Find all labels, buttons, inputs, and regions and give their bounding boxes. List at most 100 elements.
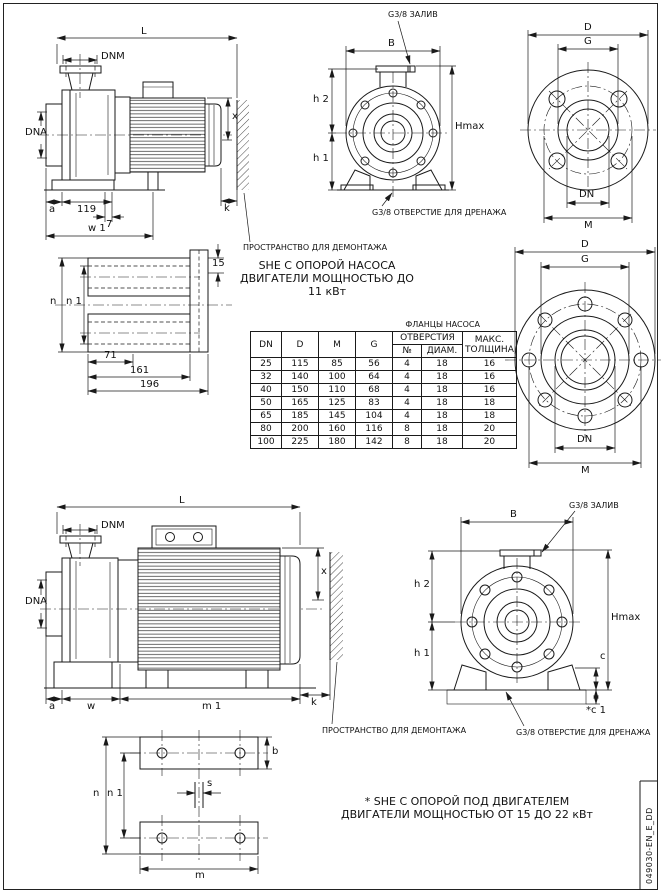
note-pump-support-line1: SHE С ОПОРОЙ НАСОСА (258, 259, 396, 272)
dim-label-m1: m 1 (202, 701, 222, 712)
fill-plug-label-top: G3/8 ЗАЛИВ (388, 10, 438, 19)
table-cell: 100 (318, 370, 356, 384)
lantern (117, 559, 139, 663)
table-cell: 185 (281, 409, 319, 423)
table-cell: 142 (355, 435, 393, 449)
dim-label-196: 196 (140, 379, 160, 390)
dim-label-7: 7 (106, 219, 113, 230)
pump-foot (53, 661, 113, 689)
table-cell: 4 (392, 370, 422, 384)
motor-body (129, 97, 206, 173)
fill-plug (533, 549, 542, 557)
note-motor-support-line1: * SHE С ОПОРОЙ ПОД ДВИГАТЕЛЕМ (364, 795, 570, 808)
dim-label-G-flange8: G (581, 254, 589, 265)
fig-base-plate (102, 730, 272, 874)
dismantling-space-label-bottom: ПРОСТРАНСТВО ДЛЯ ДЕМОНТАЖА (322, 726, 467, 735)
dim-label-DNM-bottom: DNM (101, 520, 125, 531)
table-cell: 110 (318, 383, 356, 397)
table-cell: 18 (421, 383, 463, 397)
dim-label-D-flange8: D (581, 239, 589, 250)
table-cell: 56 (355, 357, 393, 371)
fill-plug (407, 65, 416, 73)
dim-label-w1: w 1 (88, 223, 106, 234)
base-pedestal (446, 689, 587, 705)
table-cell: 100 (250, 435, 282, 449)
dim-label-x-top: x (232, 111, 238, 122)
dim-label-G-flange4: G (584, 36, 592, 47)
header-cell-max-thickness: МАКС. ТОЛЩИНА (462, 331, 517, 358)
table-cell: 4 (392, 357, 422, 371)
dim-label-m: m (195, 870, 205, 881)
dim-label-h1-bottom: h 1 (414, 648, 430, 659)
table-cell: 104 (355, 409, 393, 423)
dim-label-c1: *c 1 (586, 705, 607, 716)
header-cell-dn: DN (250, 331, 282, 358)
table-cell: 16 (462, 383, 517, 397)
table-cell: 18 (421, 357, 463, 371)
pump-foot (51, 179, 115, 191)
drain-hole-label-bottom: G3/8 ОТВЕРСТИЕ ДЛЯ ДРЕНАЖА (516, 728, 651, 737)
fig-bottom-side-view (37, 504, 343, 725)
table-cell: 18 (421, 422, 463, 436)
table-cell: 32 (250, 370, 282, 384)
table-cell: 40 (250, 383, 282, 397)
wall-hatching (330, 552, 343, 660)
table-cell: 200 (281, 422, 319, 436)
table-cell: 18 (421, 370, 463, 384)
table-cell: 68 (355, 383, 393, 397)
dim-label-b: b (272, 746, 279, 757)
table-cell: 4 (392, 396, 422, 410)
table-cell: 4 (392, 383, 422, 397)
flange-table: DN D M G ОТВЕРСТИЯ МАКС. ТОЛЩИНА № ДИАМ.… (250, 331, 517, 449)
motor-end-cap (204, 103, 222, 167)
dim-label-DN-flange4: DN (579, 189, 595, 200)
discharge-flange (59, 535, 102, 544)
note-pump-support-line2: ДВИГАТЕЛИ МОЩНОСТЬЮ ДО (240, 272, 414, 285)
table-cell: 150 (281, 383, 319, 397)
dim-label-h2-bottom: h 2 (414, 579, 430, 590)
wall-hatching (237, 100, 249, 190)
note-pump-support-line3: 11 кВт (307, 285, 347, 298)
header-cell-d: D (281, 331, 319, 358)
fig-bottom-front-view (428, 510, 612, 727)
table-cell: 18 (421, 435, 463, 449)
table-cell: 145 (318, 409, 356, 423)
table-cell: 20 (462, 435, 517, 449)
table-cell: 18 (421, 396, 463, 410)
terminal-box (151, 525, 217, 549)
dim-label-a-bottom: a (49, 701, 56, 712)
dim-label-DNM-top: DNM (101, 51, 125, 62)
dim-label-s: s (207, 778, 213, 789)
note-motor-support-line2: ДВИГАТЕЛИ МОЩНОСТЬЮ ОТ 15 ДО 22 кВт (341, 808, 593, 821)
dim-label-15: 15 (212, 258, 225, 269)
table-cell: 80 (250, 422, 282, 436)
dim-label-161: 161 (130, 365, 150, 376)
table-cell: 50 (250, 396, 282, 410)
dim-label-h2-top: h 2 (313, 94, 329, 105)
dismantling-space-label-top: ПРОСТРАНСТВО ДЛЯ ДЕМОНТАЖА (243, 243, 388, 252)
table-cell: 16 (462, 370, 517, 384)
dim-label-k-top: k (224, 203, 230, 214)
table-cell: 160 (318, 422, 356, 436)
table-cell: 115 (281, 357, 319, 371)
header-max-line2: ТОЛЩИНА (465, 344, 514, 355)
table-cell: 140 (281, 370, 319, 384)
dim-label-B-bottom: B (510, 509, 517, 520)
table-cell: 20 (462, 422, 517, 436)
table-cell: 18 (421, 409, 463, 423)
dim-label-n-bracket: n (50, 296, 57, 307)
fig-flange-4-holes (520, 30, 656, 223)
doc-code: 049030-EN_E_DD (645, 807, 654, 884)
discharge-flange (59, 65, 102, 74)
dim-label-Hmax-top: Hmax (455, 121, 485, 132)
fig-flange-8-holes (505, 247, 661, 468)
dim-label-71: 71 (104, 350, 117, 361)
table-cell: 180 (318, 435, 356, 449)
table-cell: 25 (250, 357, 282, 371)
